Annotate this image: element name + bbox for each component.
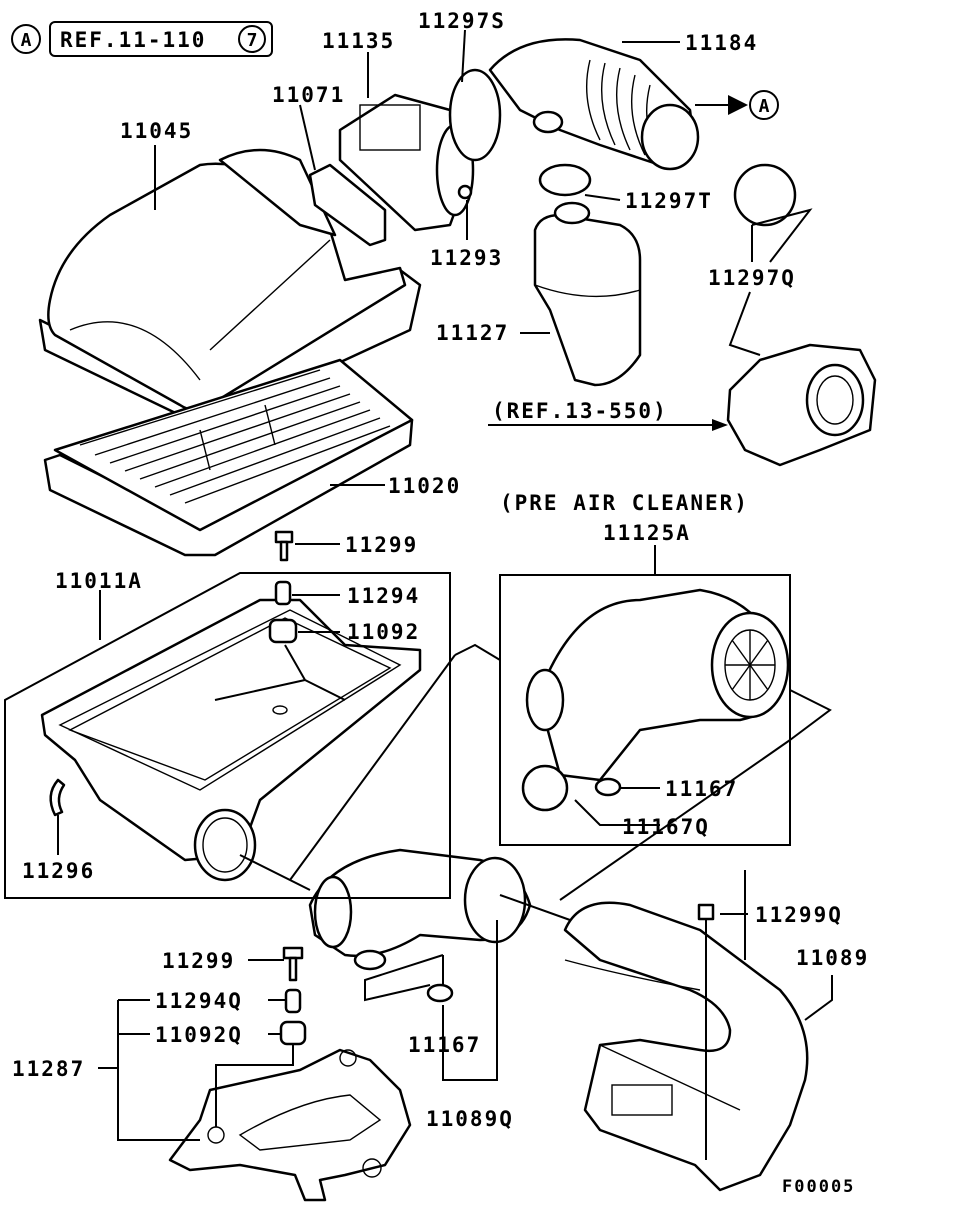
arrow-circle-a-letter: A [759,96,770,117]
label-11092: 11092 [347,620,420,644]
label-11089: 11089 [796,946,869,970]
label-11167-bottom: 11167 [408,1033,481,1057]
bolt-11299Q [697,903,715,1160]
circle-a-badge [11,24,41,54]
hose-clamp-11297T [538,163,592,197]
label-11297Q: 11297Q [708,266,796,290]
pre-air-cleaner-11125A [525,588,790,782]
clip-11167-right [594,777,622,797]
circle-a-letter: A [21,30,32,51]
circled-seven-number: 7 [247,30,258,51]
collar-11294 [274,580,292,606]
clip-11296 [49,778,66,817]
collar-11294Q [284,988,302,1014]
label-11167Q: 11167Q [622,815,710,839]
arrow-circle-a [749,90,779,120]
cushion-11092 [268,618,298,644]
ref-11-110-label: REF.11-110 [60,28,206,52]
resonator-11127 [533,201,642,387]
label-11296: 11296 [22,859,95,883]
seal-11167Q [521,764,569,812]
bolt-11299-top [274,530,294,562]
label-11020: 11020 [388,474,461,498]
label-11089Q: 11089Q [426,1107,514,1131]
label-11297S: 11297S [418,9,506,33]
air-filter-element-11020 [43,358,414,557]
label-11011A: 11011A [55,569,143,593]
label-11299-top: 11299 [345,533,418,557]
label-11184: 11184 [685,31,758,55]
label-11092Q: 11092Q [155,1023,243,1047]
label-11125A: 11125A [603,521,691,545]
cushion-11092Q [279,1020,307,1046]
label-11294: 11294 [347,584,420,608]
hose-clamp-11297S [448,68,502,162]
bolt-11299-bottom [282,946,304,982]
arrow-head-icon [728,95,748,115]
label-11287: 11287 [12,1057,85,1081]
air-intake-duct-11089Q [308,848,532,971]
figure-code: F00005 [782,1177,855,1197]
air-duct-11089 [563,901,809,1192]
header-reference: A REF.11-110 7 [11,21,273,57]
part-labels: 11135 11297S 11184 11071 11045 11297T 11… [12,9,869,1197]
air-cleaner-case-11011A [40,598,422,882]
clip-11167-bottom [426,983,454,1003]
label-11294Q: 11294Q [155,989,243,1013]
label-11299Q: 11299Q [755,903,843,927]
label-11127: 11127 [436,321,509,345]
label-11045: 11045 [120,119,193,143]
air-cleaner-cover-11045 [38,148,422,422]
leader-lines [4,29,833,1141]
hose-clamp-11297Q [733,163,797,227]
ref-box [49,21,273,57]
ref-13-550-arrow-head-icon [712,419,728,431]
label-11293: 11293 [430,246,503,270]
gasket-11071 [308,163,387,247]
grommet-11293 [457,184,473,200]
pre-air-cleaner-box [499,574,791,846]
label-11299-bottom: 11299 [162,949,235,973]
label-11167-right: 11167 [665,777,738,801]
label-11135: 11135 [322,29,395,53]
label-11071: 11071 [272,83,345,107]
bracket-11287 [168,1048,412,1202]
intake-hose-11184 [488,38,700,171]
section-title-pre-air-cleaner: (PRE AIR CLEANER) [500,491,749,515]
circled-seven-badge [238,25,266,53]
label-11297T: 11297T [625,189,713,213]
label-ref-13-550: (REF.13-550) [492,399,668,423]
throttle-body [726,343,877,467]
